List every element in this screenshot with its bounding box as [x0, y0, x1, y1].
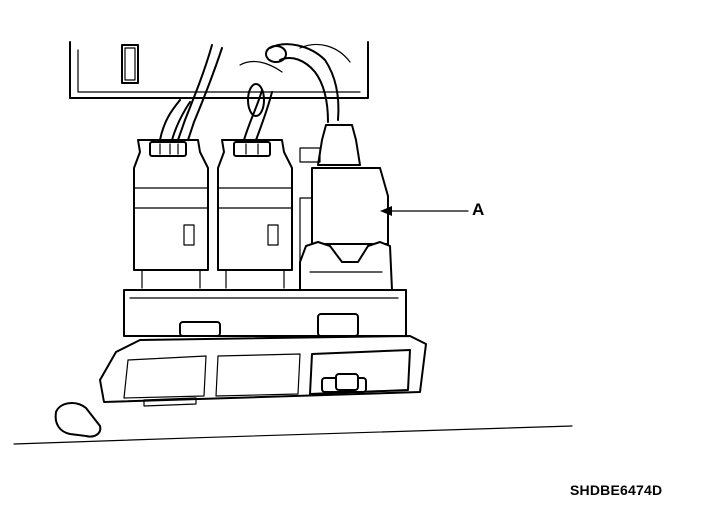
clip-part	[54, 402, 102, 438]
callout-leader	[380, 206, 469, 216]
wire-harness	[159, 43, 351, 141]
switch-housing	[99, 289, 427, 407]
callout-label-a: A	[472, 200, 485, 219]
left-connector	[133, 139, 209, 289]
connector-a	[299, 124, 393, 291]
middle-connector	[217, 139, 293, 289]
panel-edge	[13, 425, 573, 445]
upper-panel	[69, 41, 369, 99]
figure-code: SHDBE6474D	[570, 482, 663, 498]
